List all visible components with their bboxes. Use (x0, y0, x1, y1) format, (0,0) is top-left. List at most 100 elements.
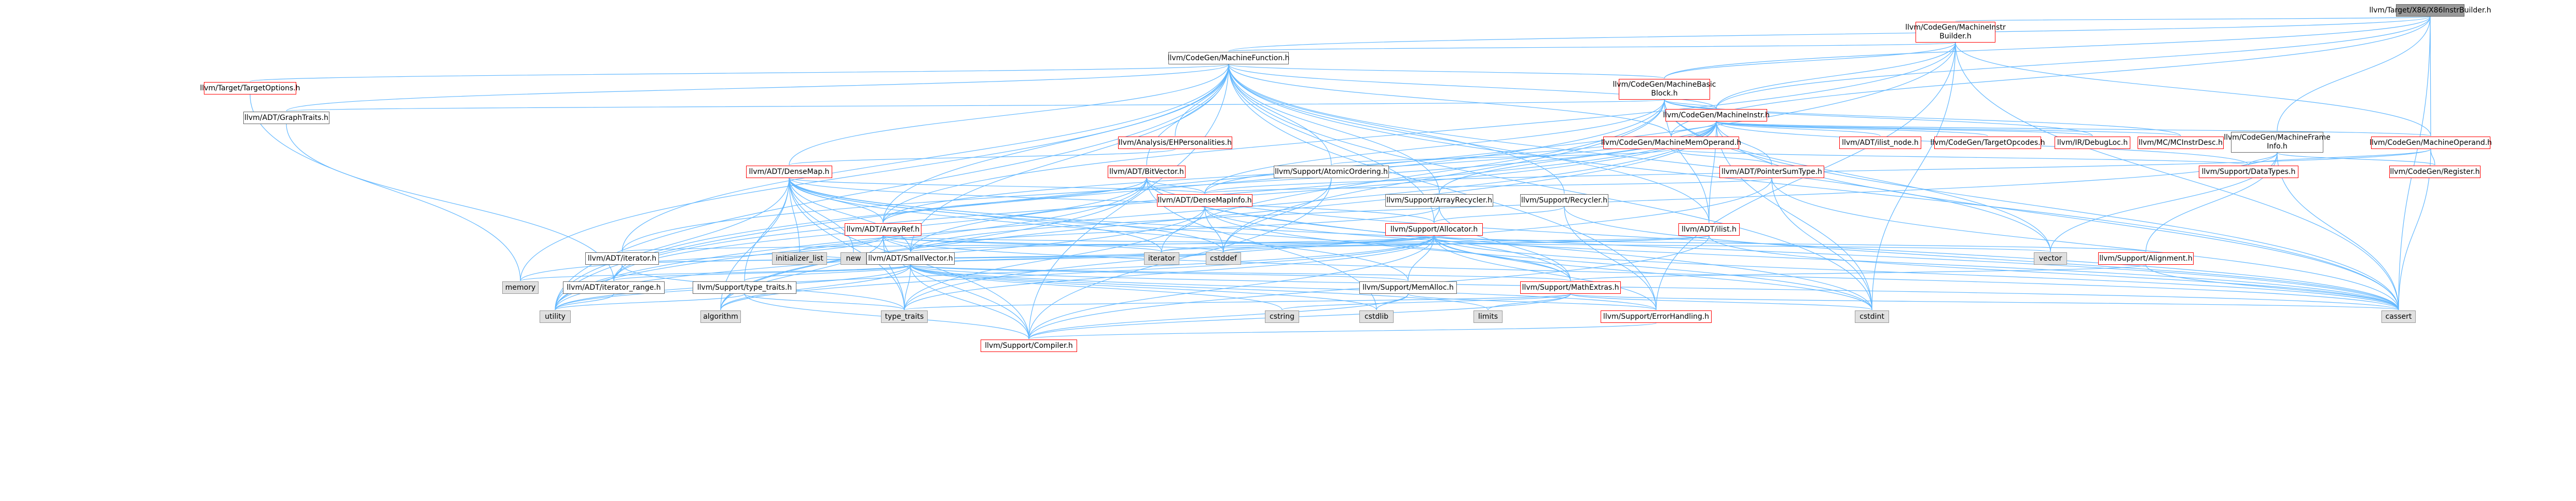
node-arrayref[interactable]: llvm/ADT/ArrayRef.h (845, 223, 921, 236)
node-mf[interactable]: llvm/CodeGen/MachineFunction.h (1168, 52, 1289, 64)
edge-densemapinfo-to-cstdint (1204, 206, 1872, 310)
node-tgtopc[interactable]: llvm/CodeGen/TargetOpcodes.h (1931, 137, 2045, 149)
node-iterator[interactable]: llvm/ADT/iterator.h (585, 252, 659, 265)
edge-errhandling-to-compiler (1028, 322, 1657, 340)
node-register[interactable]: llvm/CodeGen/Register.h (2389, 166, 2481, 178)
edge-mi-to-tgtopc (1716, 121, 1988, 137)
node-recycler[interactable]: llvm/Support/Recycler.h (1520, 194, 1608, 207)
node-cstddef: cstddef (1206, 252, 1241, 265)
node-graphtraits[interactable]: llvm/ADT/GraphTraits.h (243, 112, 329, 124)
edge-arrayref-to-compiler (883, 235, 1029, 340)
node-root[interactable]: llvm/Target/X86/X86InstrBuilder.h (2369, 4, 2491, 17)
node-mop[interactable]: llvm/CodeGen/MachineOperand.h (2370, 137, 2492, 149)
edge-mib-to-mi (1716, 42, 1956, 109)
edge-mathextras-to-limits (1487, 293, 1571, 310)
node-mcinstrdesc[interactable]: llvm/MC/MCInstrDesc.h (2138, 137, 2224, 149)
node-debugloc[interactable]: llvm/IR/DebugLoc.h (2055, 137, 2130, 149)
edge-mi-to-cassert (1716, 121, 2399, 310)
edge-mf-to-compiler (1028, 64, 1229, 340)
node-atomicord[interactable]: llvm/Support/AtomicOrdering.h (1274, 166, 1389, 178)
node-label: llvm/ADT/ilist.h (1682, 225, 1737, 234)
node-tto[interactable]: llvm/Target/TargetOptions.h (200, 82, 300, 94)
node-memalloc[interactable]: llvm/Support/MemAlloc.h (1359, 281, 1457, 294)
node-densemapinfo[interactable]: llvm/ADT/DenseMapInfo.h (1157, 194, 1252, 207)
node-label: llvm/IR/DebugLoc.h (2057, 138, 2128, 147)
edge-mf-to-recycler (1228, 64, 1565, 194)
node-mathextras[interactable]: llvm/Support/MathExtras.h (1520, 281, 1621, 294)
node-ilist[interactable]: llvm/ADT/ilist.h (1678, 223, 1740, 236)
node-iterrange[interactable]: llvm/ADT/iterator_range.h (563, 281, 665, 294)
node-cstring: cstring (1265, 310, 1299, 323)
node-label: memory (505, 283, 536, 292)
node-label: llvm/CodeGen/Register.h (2390, 167, 2480, 176)
node-label: utility (545, 312, 566, 321)
node-label: llvm/ADT/DenseMapInfo.h (1158, 196, 1252, 205)
node-allocator[interactable]: llvm/Support/Allocator.h (1385, 223, 1483, 236)
edge-densemap-to-typetraits (789, 178, 905, 310)
node-label: llvm/CodeGen/MachineMemOperand.h (1601, 138, 1742, 147)
edge-mmo-to-atomicord (1331, 148, 1672, 166)
edge-mi-to-cstdint (1716, 121, 1872, 310)
edge-allocator-to-cassert (1434, 235, 2399, 310)
node-ilistnode[interactable]: llvm/ADT/ilist_node.h (1839, 137, 1921, 149)
node-label: Info.h (2267, 142, 2288, 151)
node-new: new (841, 252, 866, 265)
node-label: llvm/CodeGen/MachineInstr (1905, 23, 2006, 32)
node-label: algorithm (703, 312, 738, 321)
node-algorithm: algorithm (700, 310, 741, 323)
edge-mop-to-register (2430, 148, 2435, 166)
edge-arrayref-to-algorithm (720, 235, 884, 310)
node-smallvector[interactable]: llvm/ADT/SmallVector.h (866, 252, 955, 265)
edge-mbb-to-vector (1664, 99, 2051, 252)
edge-mf-to-graphtraits (286, 64, 1229, 112)
node-label: llvm/CodeGen/MachineBasic (1613, 80, 1716, 89)
edge-mf-to-bitvector (1146, 64, 1229, 166)
node-label: new (846, 254, 861, 263)
node-mmo[interactable]: llvm/CodeGen/MachineMemOperand.h (1601, 137, 1742, 149)
node-errhandling[interactable]: llvm/Support/ErrorHandling.h (1601, 310, 1712, 323)
node-label: llvm/Support/type_traits.h (697, 283, 792, 292)
node-ehp[interactable]: llvm/Analysis/EHPersonalities.h (1118, 137, 1232, 149)
node-label: llvm/ADT/iterator_range.h (567, 283, 661, 292)
edge-arrayrecycler-to-smallvector (910, 206, 1440, 252)
edge-mf-to-mi (1228, 64, 1717, 109)
edge-mf-to-vector (1228, 64, 2051, 252)
edge-mi-to-mcinstrdesc (1716, 121, 2181, 137)
node-label: llvm/ADT/ilist_node.h (1842, 138, 1919, 147)
edge-mathextras-to-compiler (1028, 293, 1571, 340)
node-label: llvm/CodeGen/MachineFrame (2224, 133, 2331, 142)
edge-ilist-to-cassert (1709, 235, 2399, 310)
node-label: llvm/ADT/BitVector.h (1109, 167, 1184, 176)
edge-mf-to-cstdint (1228, 64, 1872, 310)
node-typetraitsh[interactable]: llvm/Support/type_traits.h (693, 281, 796, 294)
node-label: llvm/Target/X86/X86InstrBuilder.h (2369, 6, 2491, 15)
edge-densemap-to-new (789, 178, 854, 252)
node-datatypes[interactable]: llvm/Support/DataTypes.h (2199, 166, 2298, 178)
node-alignment[interactable]: llvm/Support/Alignment.h (2098, 252, 2194, 265)
edge-root-to-mfi (2277, 16, 2431, 132)
edge-alignment-to-cassert (2145, 264, 2399, 310)
node-densemap[interactable]: llvm/ADT/DenseMap.h (746, 166, 832, 178)
edge-mbb-to-iteratorstd (1161, 99, 1665, 252)
node-compiler[interactable]: llvm/Support/Compiler.h (981, 340, 1077, 352)
edge-mmo-to-datatypes (1671, 148, 2249, 166)
node-label: llvm/Analysis/EHPersonalities.h (1118, 138, 1232, 147)
node-label: cstddef (1210, 254, 1237, 263)
edge-mmo-to-pst (1671, 148, 1772, 166)
edge-arrayref-to-typetraits (883, 235, 905, 310)
edge-mbb-to-debugloc (1664, 99, 2093, 137)
node-initlist: initializer_list (772, 252, 827, 265)
edge-densemap-to-cstddef (789, 178, 1224, 252)
edge-mib-to-mbb (1664, 42, 1956, 79)
edge-mf-to-arrayrecycler (1228, 64, 1440, 194)
node-bitvector[interactable]: llvm/ADT/BitVector.h (1108, 166, 1186, 178)
node-pst[interactable]: llvm/ADT/PointerSumType.h (1719, 166, 1824, 178)
node-vector: vector (2034, 252, 2067, 265)
node-arrayrecycler[interactable]: llvm/Support/ArrayRecycler.h (1385, 194, 1493, 207)
edge-mi-to-ilistnode (1716, 121, 1881, 137)
edge-densemap-to-densemapinfo (789, 178, 1205, 194)
node-mi[interactable]: llvm/CodeGen/MachineInstr.h (1663, 109, 1770, 121)
